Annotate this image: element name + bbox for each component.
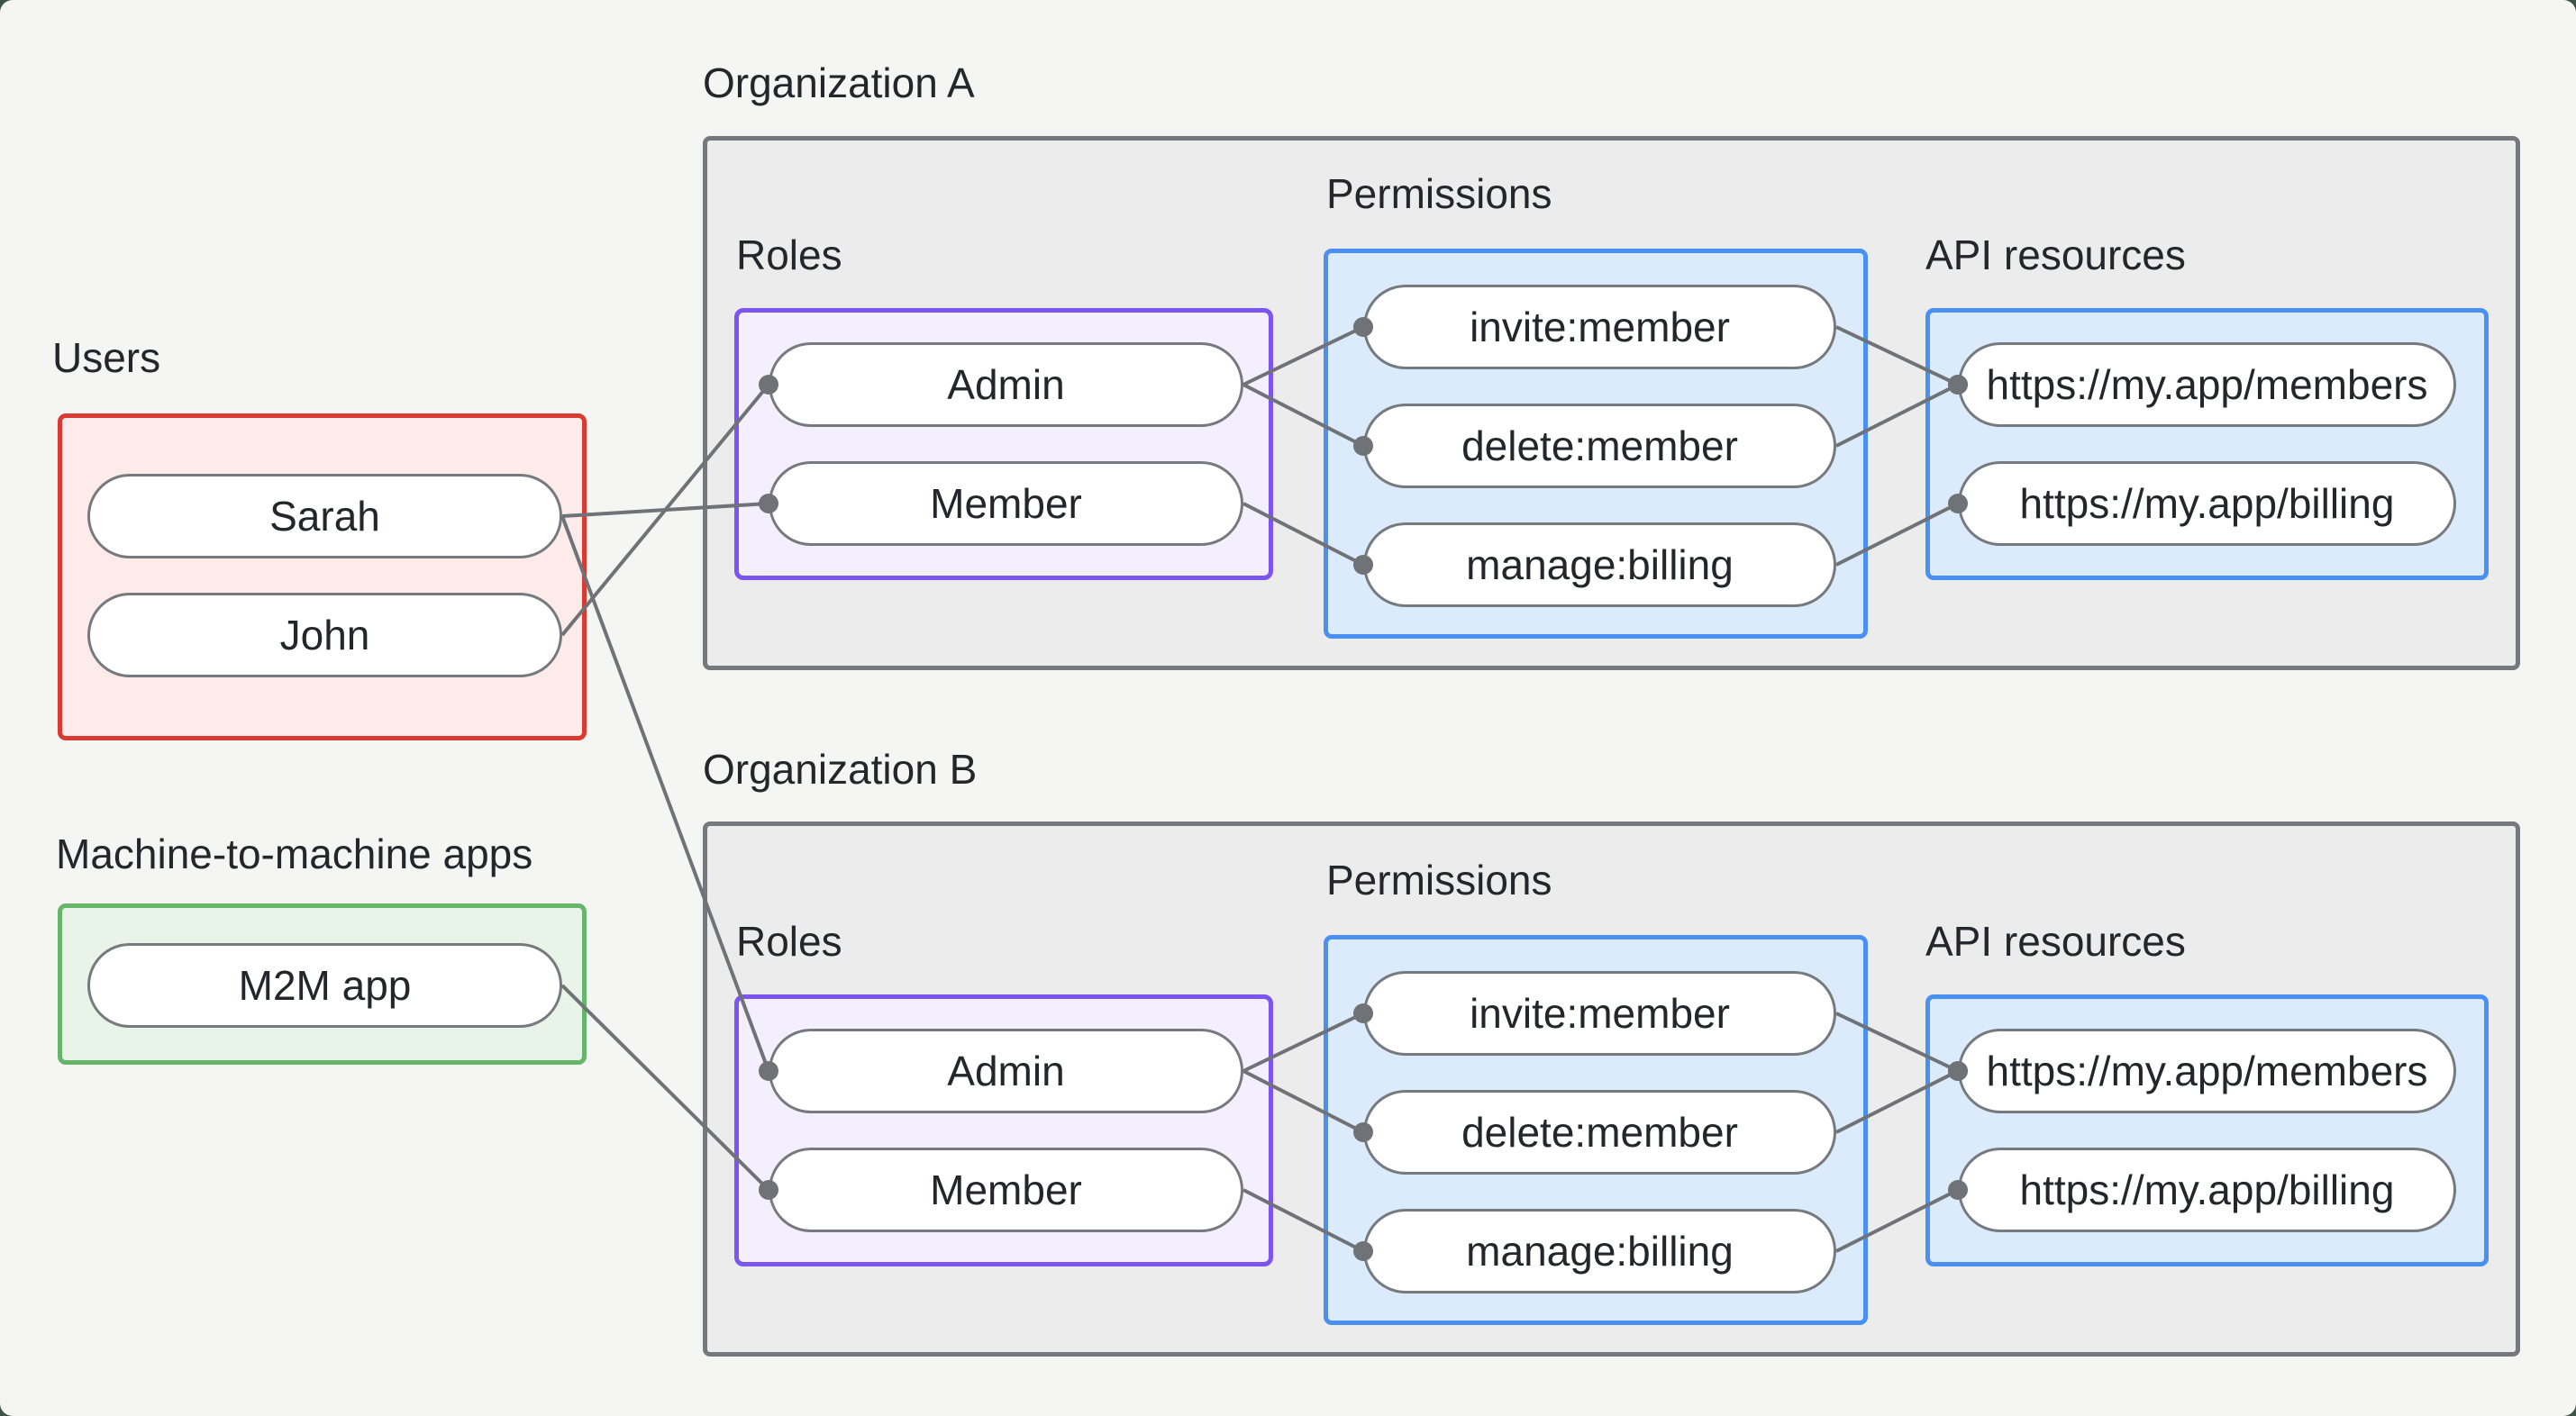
org-a-permissions-title: Permissions: [1326, 170, 1552, 217]
m2m-app-node-label: M2M app: [238, 962, 412, 1009]
org-a-role-admin-label: Admin: [947, 361, 1065, 408]
org-b-role-admin-label: Admin: [947, 1048, 1065, 1094]
org-a-permission-delete-member-label: delete:member: [1461, 422, 1738, 469]
org-a-permission-manage-billing: manage:billing: [1363, 522, 1836, 607]
org-a-api-resource-billing: https://my.app/billing: [1958, 461, 2456, 546]
user-node-john-label: John: [279, 612, 370, 658]
org-a-role-member: Member: [769, 461, 1243, 546]
org-b-permission-delete-member: delete:member: [1363, 1090, 1836, 1175]
org-a-api-resources-title: API resources: [1925, 231, 2186, 278]
org-a-api-resource-members: https://my.app/members: [1958, 342, 2456, 427]
org-a-permission-invite-member-label: invite:member: [1470, 304, 1730, 350]
org-a-role-admin: Admin: [769, 342, 1243, 427]
m2m-apps-group-title: Machine-to-machine apps: [56, 831, 533, 877]
org-b-role-member: Member: [769, 1148, 1243, 1232]
org-b-permission-invite-member: invite:member: [1363, 971, 1836, 1056]
m2m-app-node: M2M app: [87, 943, 562, 1028]
org-b-api-resource-billing: https://my.app/billing: [1958, 1148, 2456, 1232]
org-b-role-admin: Admin: [769, 1029, 1243, 1113]
users-group-box: [58, 413, 587, 740]
users-group-title: Users: [52, 334, 161, 381]
user-node-john: John: [87, 593, 562, 677]
org-a-api-resource-billing-label: https://my.app/billing: [2019, 480, 2395, 527]
org-b-permission-manage-billing: manage:billing: [1363, 1209, 1836, 1293]
org-a-roles-title: Roles: [736, 231, 842, 278]
org-a-api-resource-members-label: https://my.app/members: [1986, 361, 2428, 408]
org-a-permission-invite-member: invite:member: [1363, 285, 1836, 369]
org-b-permission-manage-billing-label: manage:billing: [1466, 1228, 1734, 1275]
org-b-permissions-title: Permissions: [1326, 857, 1552, 903]
org-a-permission-manage-billing-label: manage:billing: [1466, 541, 1734, 588]
user-node-sarah: Sarah: [87, 474, 562, 558]
organization-b-title: Organization B: [703, 746, 978, 793]
org-b-role-member-label: Member: [930, 1166, 1082, 1213]
org-b-api-resource-members: https://my.app/members: [1958, 1029, 2456, 1113]
org-b-permission-invite-member-label: invite:member: [1470, 990, 1730, 1037]
org-a-role-member-label: Member: [930, 480, 1082, 527]
org-b-roles-title: Roles: [736, 918, 842, 965]
org-b-api-resource-members-label: https://my.app/members: [1986, 1048, 2428, 1094]
org-b-api-resources-title: API resources: [1925, 918, 2186, 965]
organization-a-title: Organization A: [703, 59, 975, 106]
user-node-sarah-label: Sarah: [269, 493, 380, 540]
org-b-api-resource-billing-label: https://my.app/billing: [2019, 1166, 2395, 1213]
org-a-permission-delete-member: delete:member: [1363, 404, 1836, 488]
org-b-permission-delete-member-label: delete:member: [1461, 1109, 1738, 1156]
